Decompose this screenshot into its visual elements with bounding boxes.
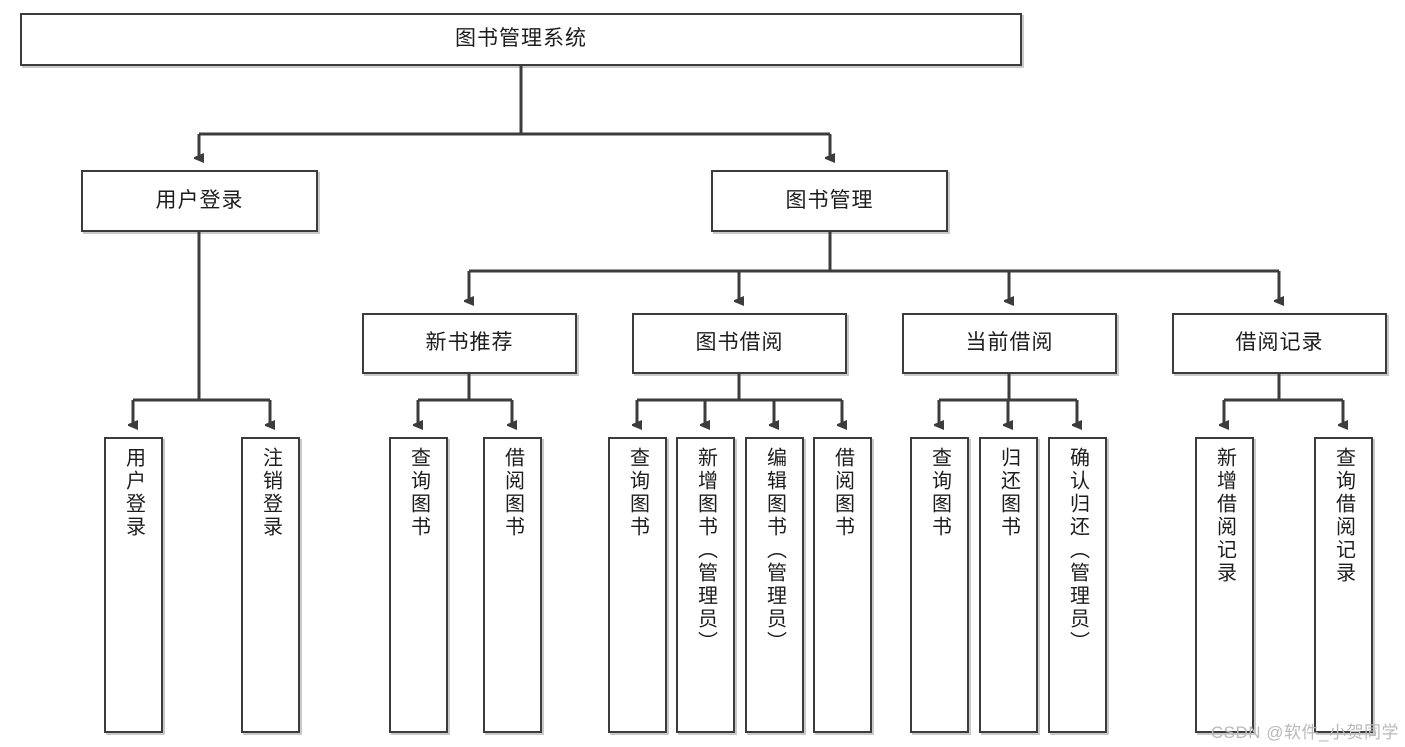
node-leaf-query-book-2-label: 查询图书 bbox=[626, 447, 649, 539]
node-new-book-rec[interactable]: 新书推荐 bbox=[362, 313, 577, 374]
node-leaf-confirm-return-label: 确认归还（管理员） bbox=[1066, 447, 1089, 654]
node-leaf-add-book[interactable]: 新增图书（管理员） bbox=[676, 437, 735, 733]
node-current-borrow[interactable]: 当前借阅 bbox=[902, 313, 1117, 374]
node-book-manage[interactable]: 图书管理 bbox=[711, 170, 948, 232]
node-root[interactable]: 图书管理系统 bbox=[20, 13, 1022, 66]
node-leaf-return-book[interactable]: 归还图书 bbox=[979, 437, 1038, 733]
node-leaf-query-book-3-label: 查询图书 bbox=[928, 447, 951, 539]
node-leaf-query-book-3[interactable]: 查询图书 bbox=[910, 437, 969, 733]
node-leaf-query-book-1-label: 查询图书 bbox=[407, 447, 430, 539]
node-root-label: 图书管理系统 bbox=[455, 27, 587, 51]
node-book-borrow-label: 图书借阅 bbox=[695, 331, 784, 355]
node-leaf-add-record-label: 新增借阅记录 bbox=[1213, 447, 1236, 585]
node-user-login-label: 用户登录 bbox=[155, 188, 244, 212]
node-borrow-record[interactable]: 借阅记录 bbox=[1172, 313, 1387, 374]
node-leaf-user-logout-label: 注销登录 bbox=[259, 447, 282, 539]
node-leaf-add-record[interactable]: 新增借阅记录 bbox=[1195, 437, 1254, 733]
node-new-book-rec-label: 新书推荐 bbox=[425, 331, 514, 355]
node-leaf-confirm-return[interactable]: 确认归还（管理员） bbox=[1048, 437, 1107, 733]
node-leaf-borrow-book-2[interactable]: 借阅图书 bbox=[813, 437, 872, 733]
node-leaf-query-book-1[interactable]: 查询图书 bbox=[389, 437, 448, 733]
node-leaf-return-book-label: 归还图书 bbox=[997, 447, 1020, 539]
node-leaf-user-login[interactable]: 用户登录 bbox=[104, 437, 163, 733]
node-leaf-borrow-book-1-label: 借阅图书 bbox=[501, 447, 524, 539]
node-leaf-borrow-book-2-label: 借阅图书 bbox=[831, 447, 854, 539]
node-leaf-query-record[interactable]: 查询借阅记录 bbox=[1314, 437, 1373, 733]
node-user-login[interactable]: 用户登录 bbox=[81, 170, 318, 232]
node-leaf-query-book-2[interactable]: 查询图书 bbox=[608, 437, 667, 733]
node-leaf-user-login-label: 用户登录 bbox=[122, 447, 145, 539]
node-leaf-add-book-label: 新增图书（管理员） bbox=[694, 447, 717, 654]
node-leaf-query-record-label: 查询借阅记录 bbox=[1332, 447, 1355, 585]
node-leaf-edit-book-label: 编辑图书（管理员） bbox=[763, 447, 786, 654]
node-book-manage-label: 图书管理 bbox=[785, 188, 874, 212]
node-leaf-edit-book[interactable]: 编辑图书（管理员） bbox=[745, 437, 804, 733]
node-leaf-user-logout[interactable]: 注销登录 bbox=[241, 437, 300, 733]
node-book-borrow[interactable]: 图书借阅 bbox=[632, 313, 847, 374]
node-current-borrow-label: 当前借阅 bbox=[965, 331, 1054, 355]
node-leaf-borrow-book-1[interactable]: 借阅图书 bbox=[483, 437, 542, 733]
node-borrow-record-label: 借阅记录 bbox=[1235, 331, 1324, 355]
